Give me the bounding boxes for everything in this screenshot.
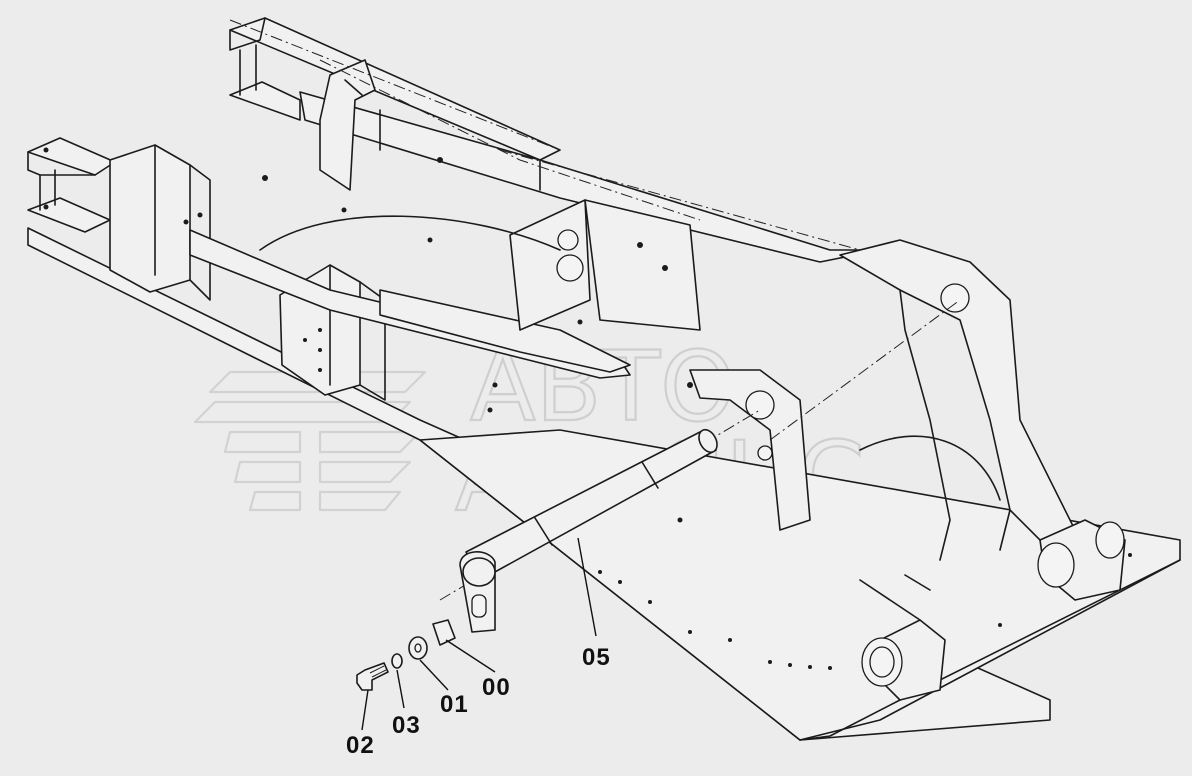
callout-01: 01 (440, 691, 469, 718)
cross-member-rear (109, 144, 191, 293)
nut-00 (432, 619, 456, 646)
watermark-emblem-icon (193, 370, 427, 512)
lock-washer-03 (391, 653, 403, 669)
left-rail-top (27, 137, 116, 176)
leader-02 (361, 689, 369, 731)
leader-lines (361, 537, 597, 731)
callout-00: 00 (482, 674, 511, 701)
leader-00 (445, 639, 496, 673)
callout-02: 02 (346, 732, 375, 759)
callout-03: 03 (392, 712, 421, 739)
mount-bracket (319, 59, 376, 191)
leader-01 (419, 659, 449, 691)
callout-05: 05 (582, 644, 611, 671)
pin-bracket (689, 369, 811, 531)
pin-assembly (356, 428, 718, 691)
rear-rail-lower (229, 81, 301, 121)
side-plate (584, 199, 701, 331)
leader-03 (396, 669, 405, 709)
leader-05 (577, 537, 597, 637)
diagonal-beam-right (379, 289, 631, 373)
